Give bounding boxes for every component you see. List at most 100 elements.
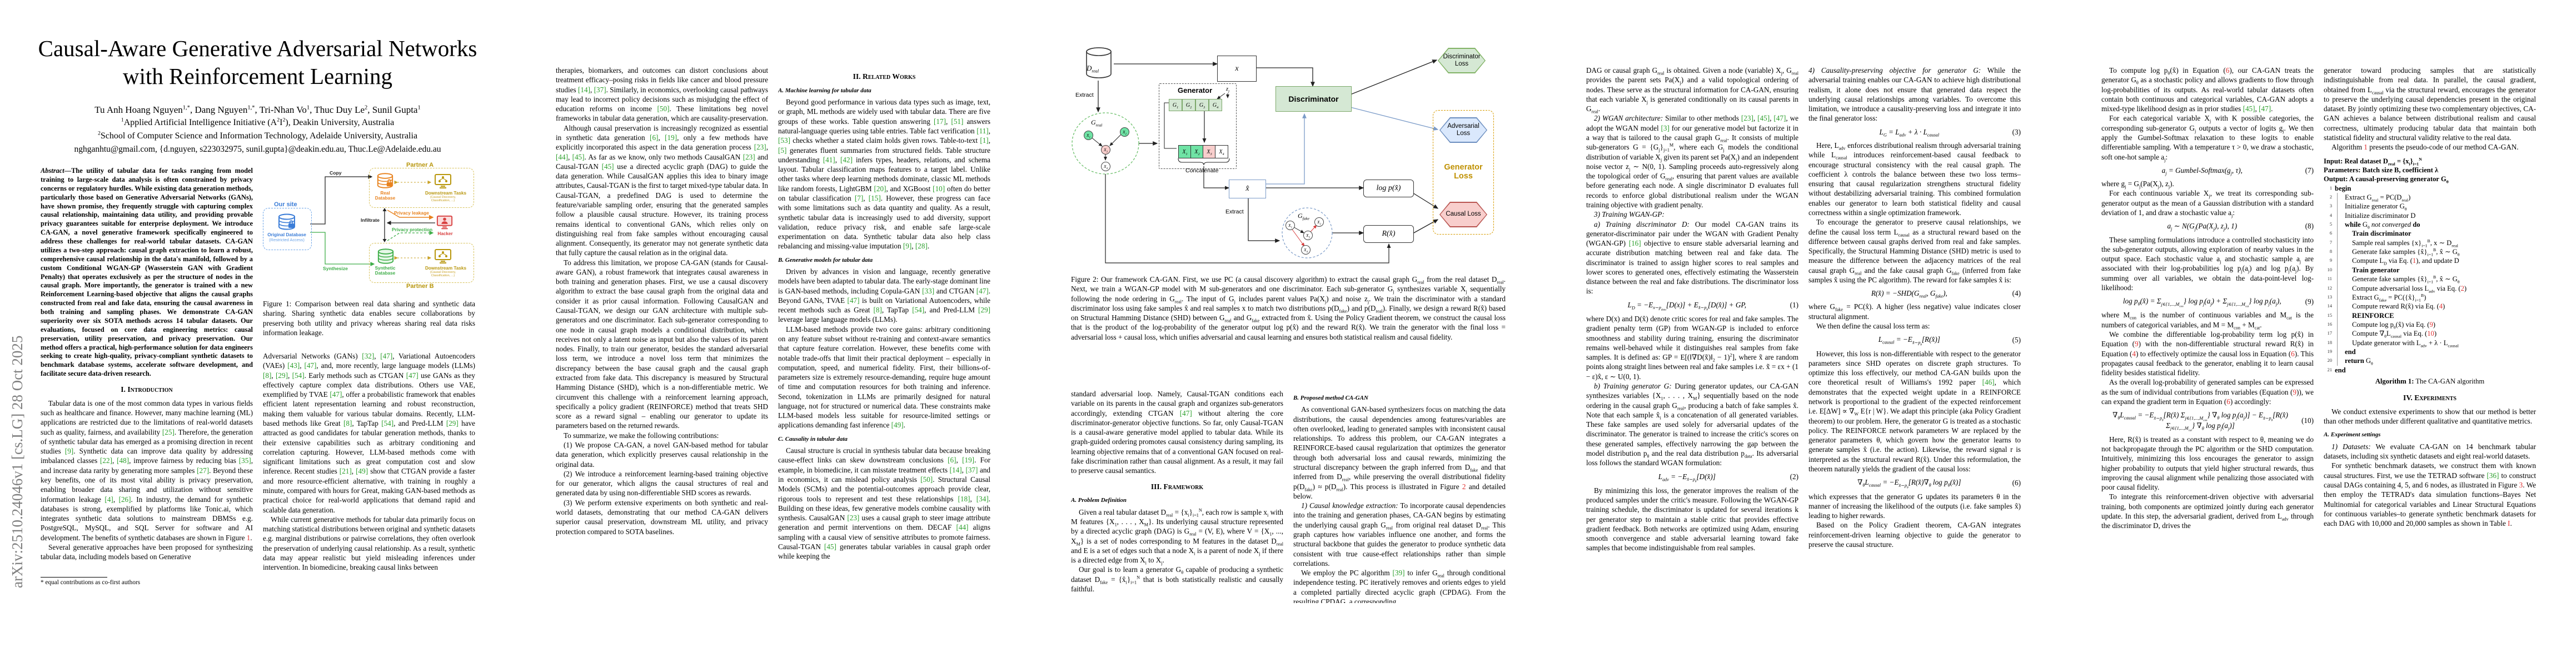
paragraph: To compute log pθ(x̂) in Equation (6), o… [2101, 66, 2314, 113]
lock-icon [288, 223, 294, 228]
paragraph: Tabular data is one of the most common d… [41, 399, 253, 542]
paragraph: Algorithm 1 presents the pseudo-code of … [2331, 143, 2519, 152]
paragraph: therapies, biomarkers, and outcomes can … [556, 66, 768, 123]
gfake-node-x3: X3 [1303, 231, 1313, 240]
paragraph-heading: 3) Training WGAN-GP: [1594, 210, 1665, 219]
copy-arrow-label: Copy [330, 170, 342, 176]
subgenerator-g3: G3 [1195, 99, 1209, 111]
paragraph: where gj = Gj(Pa(Xj), zj). [2101, 180, 2174, 190]
algorithm-1: Input: Real dataset Dreal = {xi}i=1N Par… [2324, 157, 2536, 386]
xrow-x2: X2 [1190, 145, 1204, 158]
paragraph: DAG or causal graph Greal is obtained. G… [1586, 66, 1798, 115]
paragraph: 4) Causality-preserving objective for ge… [1808, 66, 2021, 123]
section-heading-framework: III. Framework [1150, 482, 1204, 491]
paragraph: generator toward producing samples that … [2324, 66, 2536, 142]
paragraph: We then define the causal loss term as: [1816, 322, 1930, 331]
abstract-label: Abstract [41, 167, 64, 175]
generator-box [1159, 83, 1237, 169]
gfake-node-x1: X1 [1285, 221, 1295, 230]
partner-a-label: Partner A [406, 162, 434, 168]
page-2: therapies, biomarkers, and outcomes can … [515, 0, 1030, 667]
paragraph: Driven by advances in vision and languag… [778, 267, 990, 324]
infiltrate-arrow-label: Infiltrate [361, 217, 380, 223]
paragraph: By minimizing this loss, the generator i… [1586, 486, 1798, 552]
page2-column-left: therapies, biomarkers, and outcomes can … [556, 66, 768, 603]
privacy-leakage-label: Privacy leakage [394, 210, 429, 216]
equation-5: Lcausal = −Ex̂∼pθ[R(x̂)](5) [1878, 335, 2021, 347]
page1-column-left: Abstract—The utility of tabular data for… [41, 167, 253, 576]
title-line-2: with Reinforcement Learning [123, 63, 392, 89]
figure-2: Dreal x Extract Greal X1 X2 X3 X4 Genera… [1071, 42, 1506, 267]
page5-column-left: To compute log pθ(x̂) in Equation (6), o… [2101, 66, 2314, 603]
subsection-heading-generative-models: B. Generative models for tabular data [778, 256, 873, 263]
downstream-tasks-b-label: Downstream Tasks [425, 266, 467, 271]
paragraph: LLM-based methods provide two core gains… [778, 325, 990, 430]
paragraph: a) Training discriminator D: Our model C… [1586, 220, 1798, 296]
dreal-label: Dreal [1087, 64, 1099, 74]
page3-column-left: standard adversarial loop. Namely, Causa… [1071, 389, 1283, 603]
partner-a-box [369, 168, 474, 208]
synthetic-database-label: Synthetic Database [375, 266, 396, 276]
privacy-protection-label: Privacy protection [392, 227, 433, 232]
subsection-heading-ml-tabular: A. Machine learning for tabular data [778, 87, 871, 94]
section-heading-introduction: I. Introduction [121, 385, 173, 394]
paragraph: We combine the differentiable log-probab… [2101, 330, 2314, 377]
downstream-tasks-b-sub: (Causal Discovery, Classification, ...) [430, 271, 456, 278]
adversarial-loss-hex: Adversarial Loss [1439, 117, 1487, 143]
subgenerator-g1: G1 [1169, 99, 1182, 111]
page-1: arXiv:2510.24046v1 [cs.LG] 28 Oct 2025 C… [0, 0, 515, 667]
affiliation-2: 2School of Computer Science and Informat… [97, 130, 418, 141]
page4-column-left: DAG or causal graph Greal is obtained. G… [1586, 66, 1798, 603]
subsection-heading-experiment-settings: A. Experiment settings [2324, 431, 2381, 439]
paragraph: standard adversarial loop. Namely, Causa… [1071, 390, 1283, 475]
title-line-1: Causal-Aware Generative Adversarial Netw… [38, 36, 477, 61]
gfake-node-x4: X4 [1301, 245, 1311, 255]
partner-b-label: Partner B [406, 283, 434, 290]
paragraph: b) Training generator G: During generato… [1586, 381, 1798, 467]
greal-node-x3: X3 [1101, 145, 1110, 155]
paragraph: Based on the Policy Gradient theorem, CA… [1808, 521, 2021, 549]
paragraph: 1) Causal knowledge extraction: To incor… [1293, 501, 1506, 568]
generator-loss-label: Generator Loss [1444, 163, 1483, 181]
extract-label-1: Extract [1075, 92, 1094, 98]
page1-column-right: Adversarial Networks (GANs) [32], [47], … [263, 351, 475, 576]
paragraph: To encourage the generator to preserve c… [1808, 218, 2021, 284]
hacker-icon [436, 215, 453, 230]
paragraph: To address this limitation, we propose C… [556, 258, 768, 430]
contribution-2: (2) We introduce a reinforcement learnin… [556, 469, 768, 497]
page2-column-right: II. Related Works A. Machine learning fo… [778, 66, 990, 603]
paragraph: Beyond good performance in various data … [778, 98, 990, 251]
logp-box: log p(x̂) [1363, 180, 1414, 197]
partner-b-box [369, 243, 474, 283]
paragraph: For each continuous variable Xj, we trea… [2101, 189, 2314, 218]
equation-8: aj ∼ N(Gj(Pa(Xj), zj), 1)(8) [2167, 222, 2314, 232]
paragraph: For each categorical variable Xj with K … [2101, 114, 2314, 163]
contribution-1: (1) We propose CA-GAN, a novel GAN-based… [556, 440, 768, 469]
subsection-heading-problem-definition: A. Problem Definition [1071, 497, 1127, 504]
footnote-rule [41, 577, 107, 578]
figure1-caption-area: Figure 1: Comparison between real data s… [263, 296, 475, 347]
discriminator-loss-hex: Discriminator Loss [1438, 48, 1486, 73]
equation-10: ∇θLcausal = −Ex̂∼pθ[R(x̂) Σj∈{1,...,Mcon… [2112, 411, 2314, 432]
equation-3: LG = Ladv + λ · Lcausal(3) [1879, 127, 2021, 138]
abstract: Abstract—The utility of tabular data for… [41, 167, 253, 378]
synthesize-arrow-label: Synthesize [323, 266, 348, 271]
xrow-x1: X1 [1178, 145, 1192, 158]
paragraph: While current generative methods for tab… [263, 515, 475, 572]
contribution-3: (3) We perform extensive experiments on … [556, 498, 768, 536]
x-box: x [1217, 56, 1257, 82]
paragraph: As the overall log-probability of genera… [2101, 378, 2314, 406]
page-4: DAG or causal graph Greal is obtained. G… [1546, 0, 2061, 667]
email-line: nghganhtu@gmail.com, {d.nguyen, s2230329… [74, 145, 441, 154]
gfake-label: Gfake [1298, 212, 1310, 221]
hacker-label: Hacker [437, 231, 453, 236]
